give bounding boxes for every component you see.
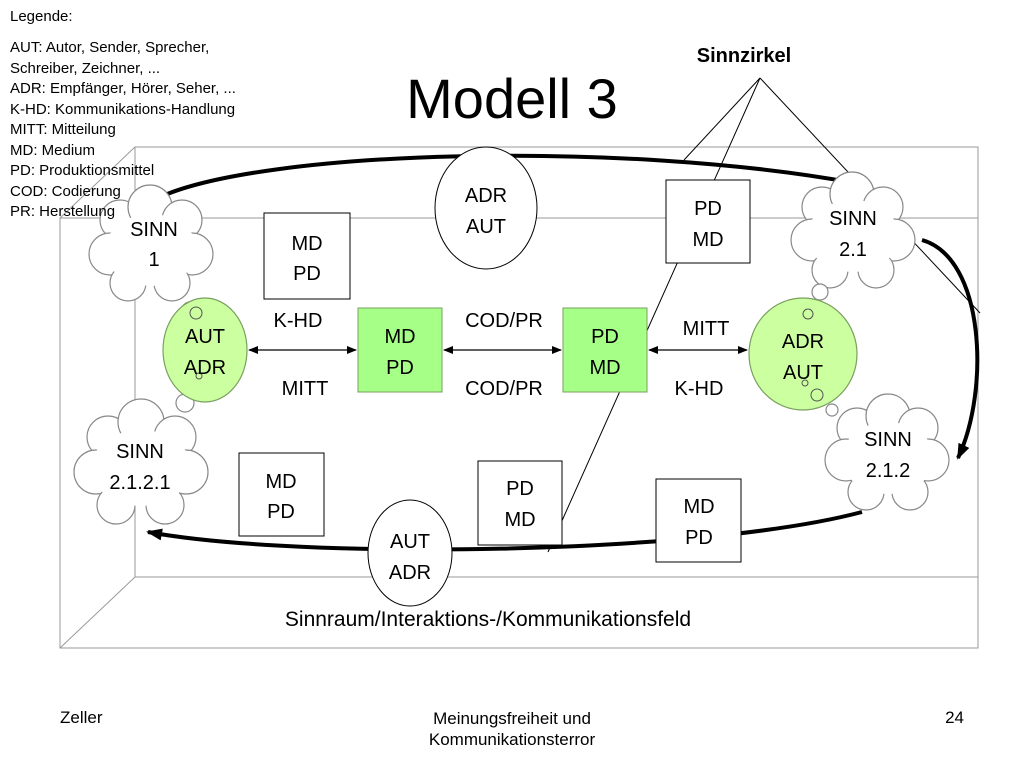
box-md-pd-green-left (357, 307, 443, 393)
ellipse-left-line1: AUT (185, 326, 225, 348)
box-pd-md-top-right (665, 179, 751, 264)
circulation-arrows (146, 153, 980, 552)
box-top-left-line1: MD (291, 233, 322, 255)
arrow-bottom-curve (146, 510, 863, 552)
cloud-sinn-2-1-line2: 2.1 (839, 239, 867, 261)
legend-item: PD: Produktionsmittel (10, 162, 155, 179)
box-green-right-line2: MD (589, 357, 620, 379)
box-bottom-right-line1: MD (683, 496, 714, 518)
cloud-sinn-2-1-2-1 (73, 393, 209, 525)
label-mitt-left: MITT (282, 378, 329, 400)
legend-item: K-HD: Kommunikations-Handlung (10, 100, 236, 118)
ellipse-bottom-line1: AUT (390, 531, 430, 553)
box-top-right-line2: MD (692, 229, 723, 251)
field-label: Sinnraum/Interaktions-/Kommunikationsfel… (285, 608, 691, 631)
cloud-sinn-2-1-line1: SINN (829, 208, 877, 230)
box-green-left-line1: MD (384, 326, 415, 348)
ellipse-right-line2: AUT (783, 362, 823, 384)
box-pd-md-bottom-center (477, 460, 563, 546)
legend-item: AUT: Autor, Sender, Sprecher, (10, 39, 210, 56)
box-green-right-line1: PD (591, 326, 619, 348)
sinnzirkel-label: Sinnzirkel (697, 45, 791, 67)
cloud-sinn-2-1-2-line2: 2.1.2 (866, 460, 910, 482)
box-bottom-right-line2: PD (685, 527, 713, 549)
cloud-sinn-1-line1: SINN (130, 219, 178, 241)
cloud-sinn-2-1-2 (809, 387, 950, 511)
box-md-pd-top-left (263, 212, 351, 300)
legend-item: ADR: Empfänger, Hörer, Seher, ... (10, 80, 236, 97)
box-top-right-line1: PD (694, 198, 722, 220)
footer-page-number: 24 (945, 708, 964, 727)
ellipse-right-line1: ADR (782, 331, 824, 353)
legend-title: Legende: (10, 8, 73, 25)
cloud-sinn-2-1 (790, 171, 916, 312)
label-codpr-bottom: COD/PR (465, 378, 543, 400)
legend-item: Schreiber, Zeichner, ... (10, 59, 161, 77)
box-bottom-left-line1: MD (265, 471, 296, 493)
ellipse-adr-aut-right (748, 297, 858, 411)
legend-item: COD: Codierung (10, 182, 121, 200)
legend-item: MD: Medium (10, 141, 96, 159)
legend-item: PR: Herstellung (10, 203, 116, 220)
footer-center-line1: Meinungsfreiheit und (433, 709, 591, 728)
box-bottom-left-line2: PD (267, 501, 295, 523)
footer-center-line2: Kommunikationsterror (428, 730, 596, 749)
legend-item: MITT: Mitteilung (10, 121, 116, 138)
cloud-sinn-2-1-2-1-line1: SINN (116, 441, 164, 463)
box-bottom-center-line1: PD (506, 478, 534, 500)
cloud-sinn-2-1-2-line1: SINN (864, 429, 912, 451)
ellipse-left-line2: ADR (184, 357, 226, 379)
box-md-pd-bottom-left (238, 452, 325, 537)
arrow-top-curve (157, 153, 857, 200)
ellipse-aut-adr-left (162, 297, 248, 403)
footer-author: Zeller (60, 708, 103, 727)
ellipse-aut-adr-bottom (367, 499, 453, 607)
slide-title: Modell 3 (406, 67, 618, 130)
box-pd-md-green-right (562, 307, 648, 393)
box-bottom-center-line2: MD (504, 509, 535, 531)
label-mitt-right: MITT (683, 318, 730, 340)
cloud-sinn-2-1-2-1-line2: 2.1.2.1 (109, 472, 170, 494)
box-green-left-line2: PD (386, 357, 414, 379)
arrow-right-curve (921, 238, 980, 460)
ellipse-top-line2: AUT (466, 216, 506, 238)
label-khd-right: K-HD (675, 378, 724, 400)
ellipse-bottom-line2: ADR (389, 562, 431, 584)
box-md-pd-bottom-right (655, 478, 742, 563)
ellipse-top-line1: ADR (465, 185, 507, 207)
box-top-left-line2: PD (293, 263, 321, 285)
legend: AUT: Autor, Sender, Sprecher, Schreiber,… (10, 38, 236, 223)
label-codpr-top: COD/PR (465, 310, 543, 332)
footer-center: Meinungsfreiheit und Kommunikationsterro… (372, 708, 652, 750)
cloud-sinn-1-line2: 1 (148, 249, 159, 271)
ellipse-adr-aut-top (434, 146, 538, 270)
label-khd-left: K-HD (274, 310, 323, 332)
